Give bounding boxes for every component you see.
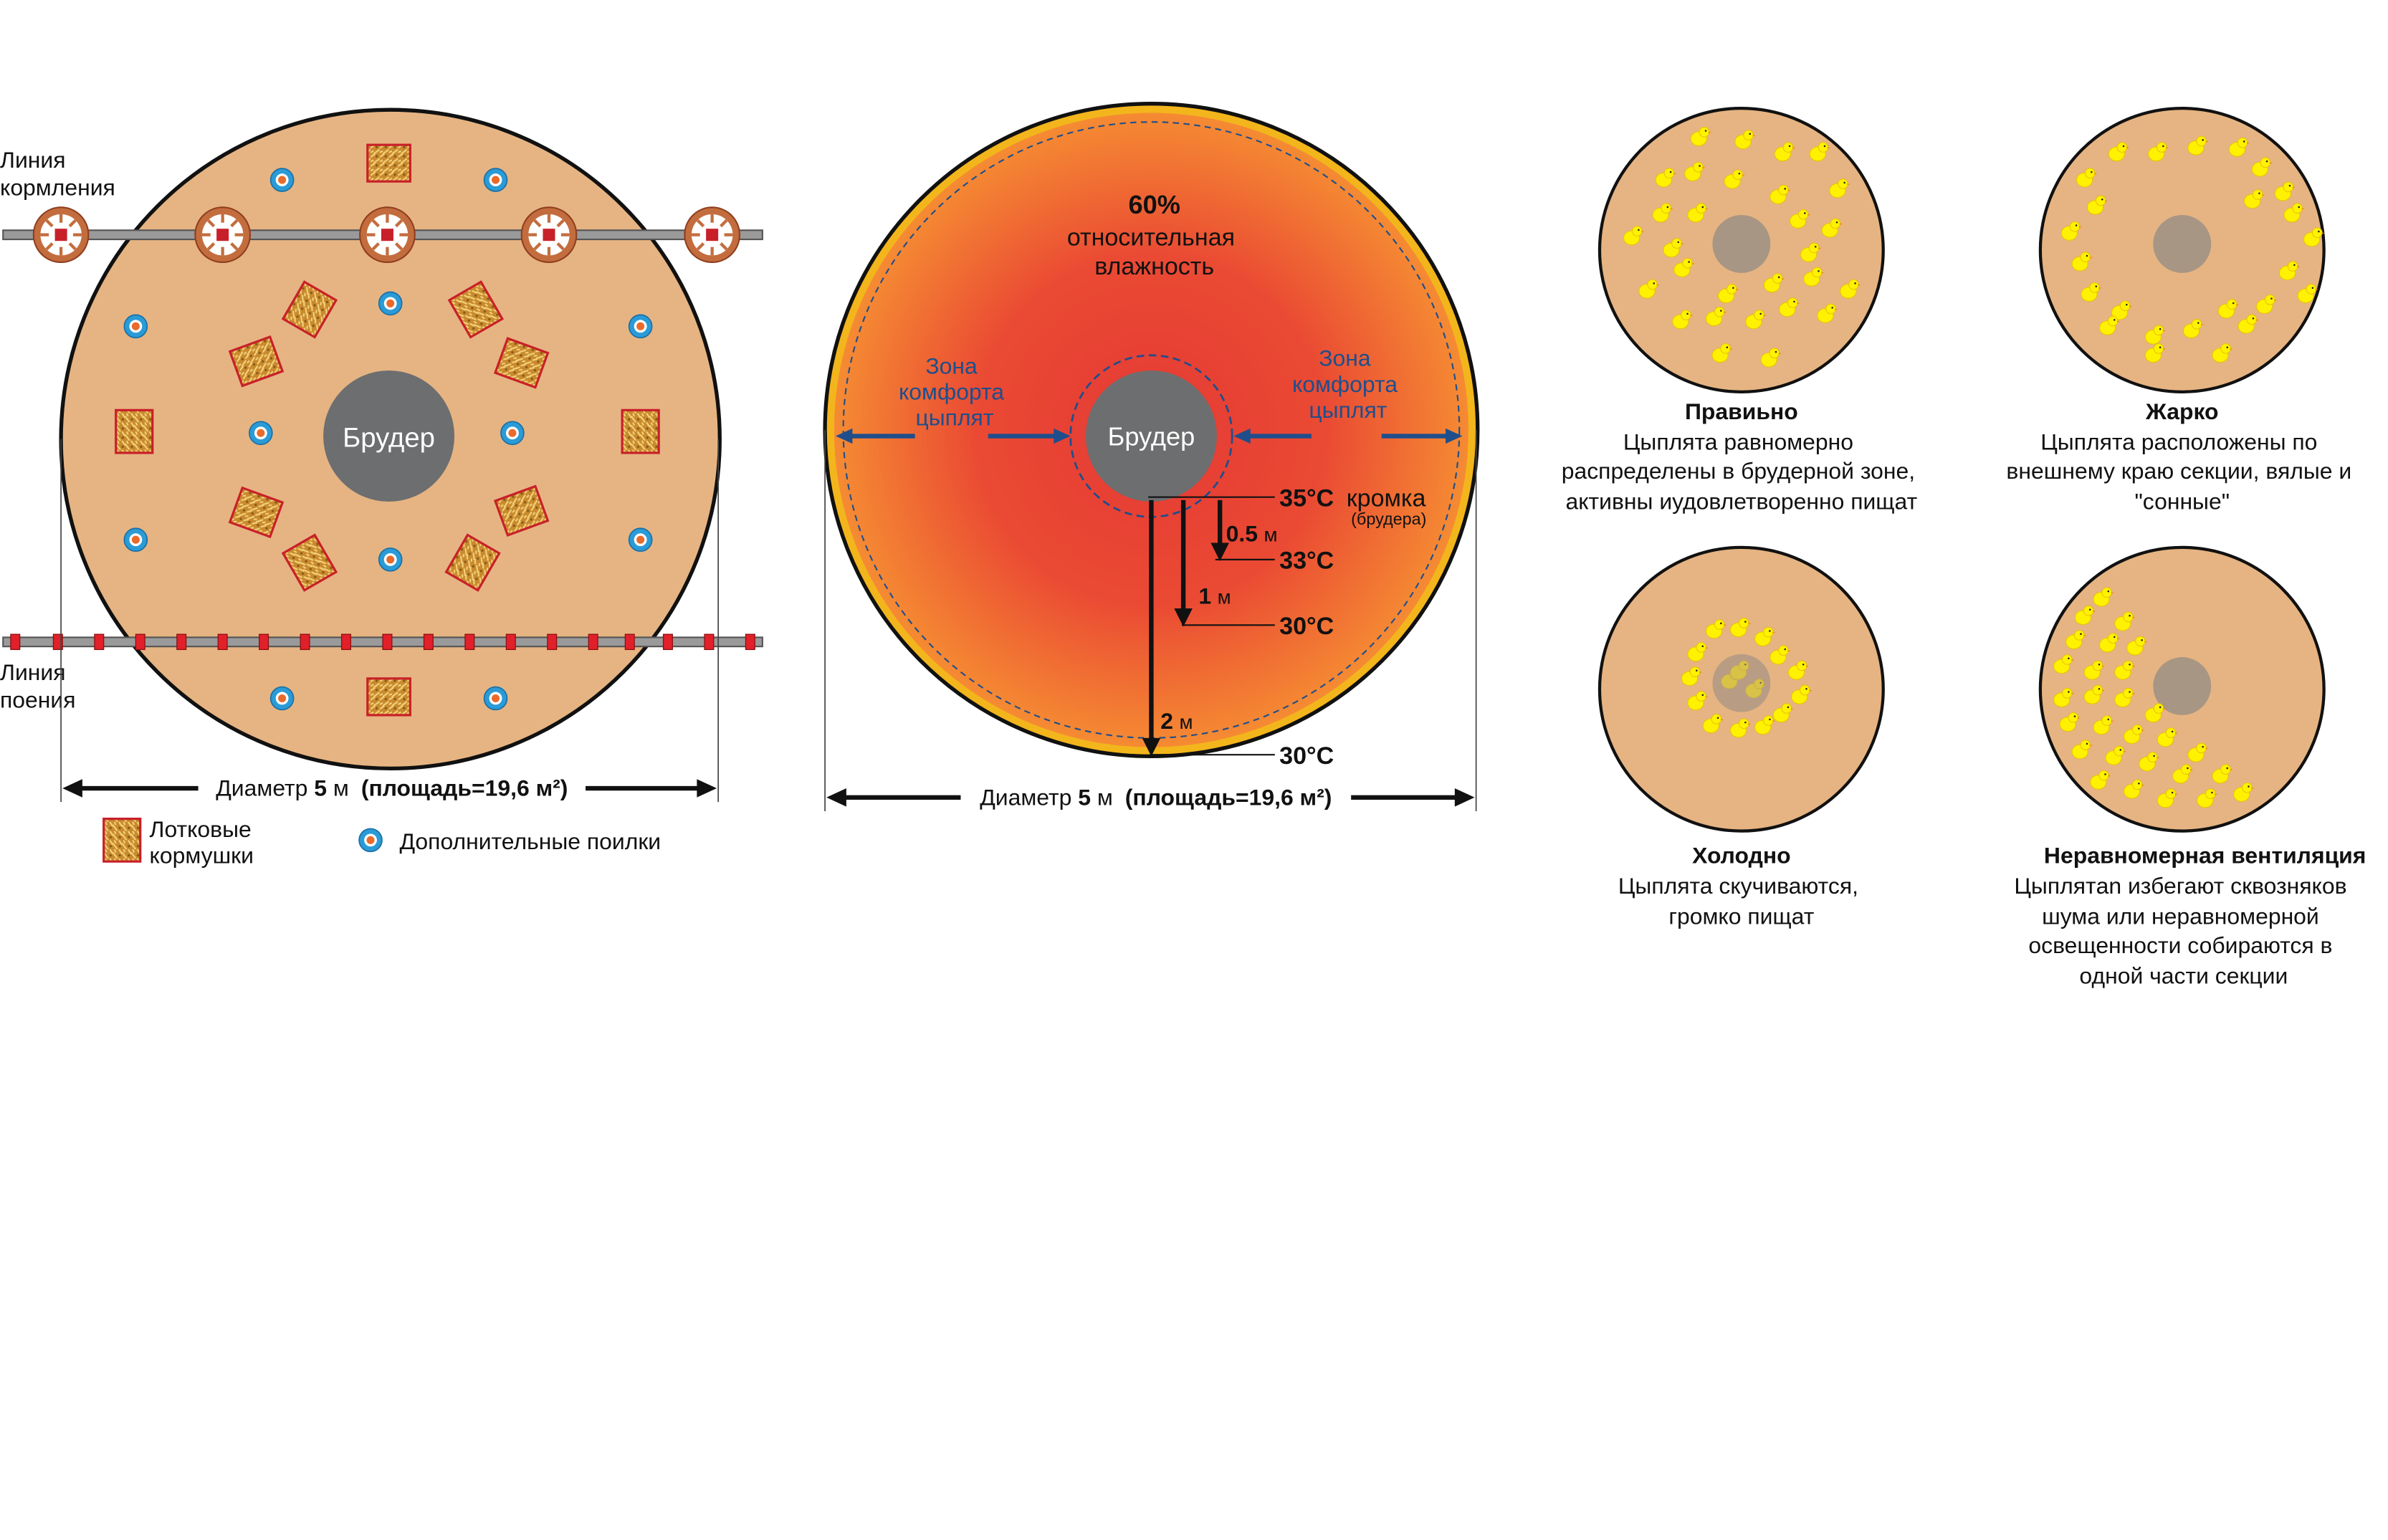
drinker-icon (628, 314, 653, 339)
water-line (2, 633, 763, 651)
comfort-arrows (835, 428, 1463, 444)
feeding-line (2, 207, 763, 262)
comfort-zone-label-right: Зона комфорта цыплят (1292, 345, 1404, 423)
temp-1: 33°C (1279, 547, 1334, 575)
drinker-icon (248, 421, 273, 446)
tray-feeder-icon (366, 677, 411, 717)
feed-line-label: Линия кормления (0, 147, 115, 200)
legend: Лотковые кормушки Дополнительные поилки (102, 816, 661, 868)
brooder-label: Брудер (343, 422, 435, 453)
temp-2: 30°C (1279, 613, 1334, 640)
feeder-pan-icon (684, 207, 740, 262)
diagram-temperature: 60% относительная влажность Брудер Зона … (823, 102, 1480, 811)
legend-drinker-label: Дополнительные поилки (399, 828, 661, 854)
scenario-title: Правиьно (1685, 398, 1798, 424)
drinker-icon (123, 314, 148, 339)
feeder-pan-icon (195, 207, 250, 262)
temp-3: 30°C (1279, 742, 1334, 770)
scenario-desc: Цыплята расположены по внешнему краю сек… (2006, 429, 2358, 515)
brooder-label: Брудер (1108, 421, 1195, 451)
scenario-title: Неравномерная вентиляция (2044, 842, 2366, 868)
feeder-pan-icon (360, 207, 415, 262)
scenario-cold: Холодно Цыплята скучиваются, громко пища… (1597, 545, 1885, 929)
drinker-icon (500, 421, 525, 446)
drinker-icon (628, 527, 653, 553)
drinker-icon (269, 168, 295, 193)
diameter-dimension-1: Диаметр 5 м(площадь=19,6 м²) (60, 439, 720, 803)
comfort-zone-label-left: Зона комфорта цыплят (899, 353, 1011, 430)
scenario-uneven: Неравномерная вентиляция Цыплятan избега… (2014, 545, 2366, 989)
nipple-icon (10, 633, 755, 651)
scenario-title: Жарко (2145, 398, 2219, 424)
brooder (323, 370, 455, 502)
drinker-icon (378, 547, 403, 572)
edge-sub-label: (брудера) (1351, 510, 1426, 528)
drinker-icon (483, 686, 508, 711)
scenario-correct: Правиьно Цыплята равномерно распределены… (1562, 106, 1921, 515)
edge-label: кромка (1347, 484, 1426, 512)
scenario-title: Холодно (1692, 842, 1791, 868)
scenario-desc: Цыплята равномерно распределены в брудер… (1562, 429, 1921, 515)
feeder-pan-icon (34, 207, 89, 262)
tray-feeder-icon (115, 408, 154, 454)
humidity-label: относительная влажность (1067, 224, 1242, 280)
diameter-label-1: Диаметр 5 м(площадь=19,6 м²) (216, 775, 568, 801)
scenario-desc: Цыплята скучиваются, громко пищат (1618, 873, 1865, 929)
tray-feeder-icon (366, 143, 411, 183)
water-line-label: Линия поения (0, 659, 76, 712)
feeder-pan-icon (522, 207, 577, 262)
drinker-icon (269, 686, 295, 711)
diagram-layout: Брудер Линия кормления Линия поения Диам… (0, 107, 763, 868)
drinker-icon (483, 168, 508, 193)
drinker-icon (378, 291, 403, 316)
tray-feeder-icon (102, 817, 142, 863)
diameter-dimension-2: Диаметр 5 м(площадь=19,6 м²) (824, 430, 1477, 811)
diameter-label-2: Диаметр 5 м(площадь=19,6 м²) (980, 784, 1332, 810)
temp-edge: 35°C (1279, 484, 1334, 512)
legend-tray-label: Лотковые кормушки (150, 816, 258, 868)
scenario-desc: Цыплятan избегают сквозняков шума или не… (2014, 873, 2353, 989)
humidity-value: 60% (1128, 190, 1180, 219)
scenario-hot: Жарко Цыплята расположены по внешнему кр… (2006, 106, 2358, 515)
tray-feeder-icon (621, 408, 660, 454)
brooder (1085, 370, 1217, 502)
drinker-icon (358, 828, 383, 853)
drinker-icon (123, 527, 148, 553)
